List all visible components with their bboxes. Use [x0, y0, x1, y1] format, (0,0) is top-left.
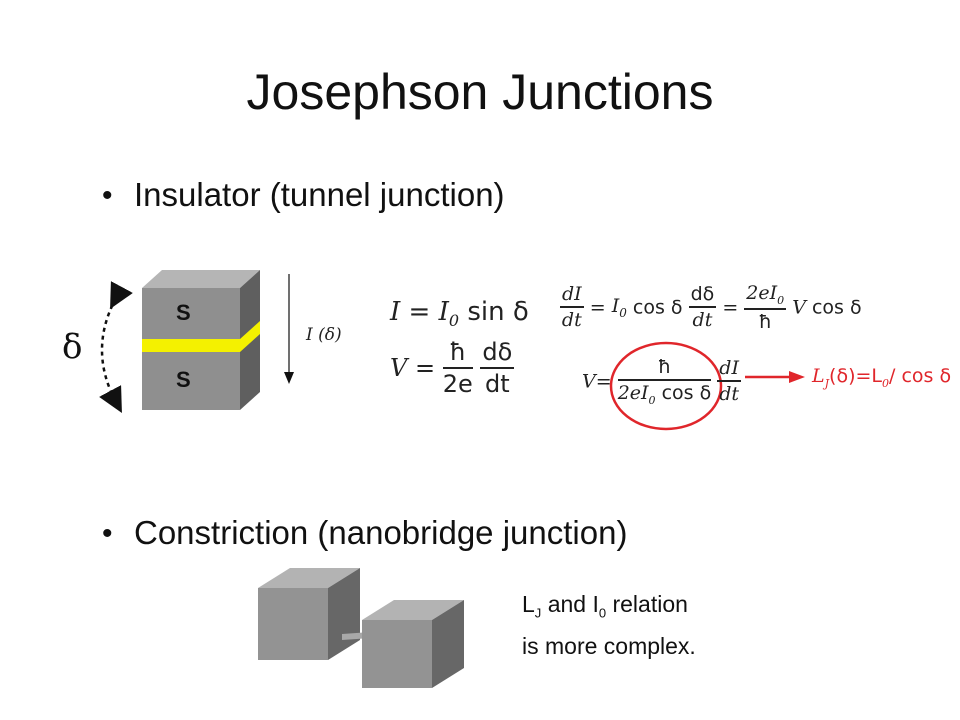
eq-symbol: I: [438, 297, 449, 327]
note-text: relation: [612, 591, 688, 617]
fraction: ħ 2e: [442, 338, 473, 398]
fraction-denominator: dt: [719, 383, 740, 406]
note-symbol: L: [522, 591, 535, 617]
eq-subscript: 0: [882, 376, 890, 390]
fraction-numerator: dI: [717, 357, 741, 383]
inductance-highlight-ellipse: [609, 341, 723, 431]
eq-subscript: 0: [619, 305, 627, 320]
eq-symbol: =: [722, 296, 739, 319]
note-text: and: [547, 591, 587, 617]
eq-symbol: L: [812, 365, 825, 387]
tunnel-junction-diagram: [99, 270, 294, 414]
fraction-denominator: dt: [692, 309, 713, 332]
fraction-denominator: 2e: [442, 370, 473, 398]
equation-current-derivative: dI dt = I0 cos δ dδ dt = 2eI0 ħ V cos δ: [560, 282, 862, 333]
note-line-1: LJ and I0 relation: [522, 588, 696, 630]
note-line-2: is more complex.: [522, 632, 696, 659]
fraction-numerator: ħ: [617, 356, 712, 381]
nanobridge-diagram: [258, 568, 464, 688]
bullet-text-insulator: Insulator (tunnel junction): [134, 176, 505, 213]
eq-subscript: 0: [648, 393, 656, 407]
fraction: ħ 2eI0 cos δ: [617, 356, 712, 407]
eq-symbol: δ: [850, 296, 862, 319]
equation-voltage-current: V= ħ 2eI0 cos δ dI dt: [582, 356, 741, 407]
bullet-marker: •: [102, 517, 113, 550]
current-label: I (δ): [306, 325, 342, 345]
superconductor-label-top: S: [176, 300, 191, 325]
phase-symbol: δ: [62, 327, 83, 367]
current-arrowhead: [284, 372, 294, 384]
note-subscript: J: [534, 605, 542, 621]
fraction-numerator: dI: [560, 283, 584, 309]
insulator-layer: [142, 339, 240, 352]
eq-symbol: cos: [661, 382, 694, 404]
equation-current-phase: I = I0 sin δ: [390, 292, 529, 341]
fraction: dI dt: [560, 283, 584, 331]
eq-subscript: 0: [448, 311, 460, 331]
eq-symbol: V: [582, 370, 596, 393]
fraction-denominator: ħ: [758, 310, 772, 333]
eq-symbol: V: [390, 354, 408, 382]
fraction-denominator: 2eI: [617, 382, 649, 404]
fraction-numerator: dδ: [688, 283, 717, 309]
fraction-numerator: 2eI: [746, 282, 778, 304]
eq-symbol: sin: [467, 297, 505, 327]
note-symbol: I: [592, 591, 599, 617]
eq-symbol: I: [611, 295, 620, 317]
eq-symbol: =: [595, 370, 612, 393]
eq-symbol: cos: [811, 296, 844, 319]
fraction-numerator: ħ: [442, 338, 473, 369]
equation-voltage-phase: V = ħ 2e dδ dt: [390, 338, 515, 398]
eq-symbol: I: [390, 297, 401, 327]
inductance-result: LJ(δ)=L0/ cos δ: [812, 365, 951, 390]
eq-subscript: 0: [777, 293, 785, 307]
fraction-denominator: dt: [561, 309, 582, 332]
eq-symbol: δ: [670, 296, 683, 319]
insulator-layer-side: [240, 321, 260, 352]
eq-symbol: V: [792, 296, 806, 319]
eq-symbol: =: [414, 354, 436, 382]
complexity-note: LJ and I0 relation is more complex.: [522, 588, 696, 662]
block-top-face: [142, 270, 260, 288]
superconductor-label-bottom: S: [176, 367, 191, 392]
eq-symbol: =: [408, 297, 431, 327]
fraction: dδ dt: [480, 338, 515, 398]
eq-symbol: (δ)=L: [829, 365, 883, 387]
fraction-numerator: dδ: [480, 338, 515, 369]
eq-symbol: cos: [632, 296, 665, 319]
phase-arrow: [99, 281, 133, 414]
eq-symbol: δ: [699, 382, 712, 404]
bullet-marker: •: [102, 179, 113, 212]
eq-symbol: =: [589, 296, 606, 319]
fraction: dI dt: [717, 357, 741, 405]
note-subscript: 0: [598, 605, 607, 621]
eq-symbol: / cos δ: [889, 365, 952, 387]
fraction: 2eI0 ħ: [744, 282, 787, 333]
result-arrow: [745, 371, 805, 383]
bullet-text-constriction: Constriction (nanobridge junction): [134, 514, 628, 551]
slide-title: Josephson Junctions: [246, 64, 714, 120]
eq-subscript: J: [824, 376, 830, 390]
fraction-denominator: dt: [485, 370, 510, 398]
eq-symbol: δ: [512, 297, 529, 327]
fraction: dδ dt: [688, 283, 717, 332]
